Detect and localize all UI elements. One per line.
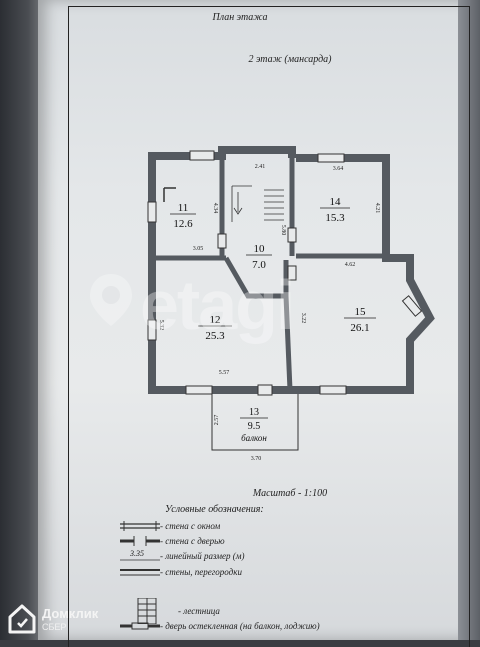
- dim-label: 4.21: [374, 203, 380, 214]
- dim-label: 2.57: [214, 415, 220, 426]
- brand-sub: СБЕР: [42, 622, 67, 632]
- door: [217, 233, 227, 249]
- legend-text: - стена с дверью: [160, 535, 225, 546]
- dim-label: 3.64: [333, 166, 344, 172]
- room-10-number: 10: [254, 243, 266, 255]
- room-10-area: 7.0: [252, 259, 266, 271]
- door: [287, 227, 297, 243]
- legend-item-dimension: 3.35 - линейный размер (м): [120, 548, 245, 564]
- room-14-number: 14: [330, 196, 342, 208]
- legend-title: Условные обозначения:: [165, 504, 264, 515]
- dimension-sample: 3.35: [130, 548, 144, 558]
- glazed-door-symbol: [120, 621, 160, 631]
- window: [401, 295, 423, 317]
- dim-label: 5.57: [219, 370, 230, 376]
- door-wall-symbol: [120, 535, 160, 546]
- staircase-symbol: [136, 597, 158, 625]
- dim-label: 3.22: [300, 313, 306, 324]
- floor-subtitle: 2 этаж (мансарда): [248, 54, 332, 65]
- dim-label: 3.05: [193, 246, 204, 252]
- room-11-number: 11: [178, 202, 189, 214]
- window: [317, 153, 345, 163]
- dim-label: 2.41: [255, 164, 266, 170]
- room-15-area: 26.1: [350, 322, 369, 334]
- legend-item-door-wall: - стена с дверью: [120, 535, 225, 549]
- room-13-area: 9.5: [248, 421, 261, 432]
- legend-item-glazed-door: - дверь остекленная (на балкон, лоджию): [120, 620, 320, 634]
- partition-symbol: [120, 567, 160, 577]
- drawing-frame: [68, 6, 470, 647]
- scale-label: Масштаб - 1:100: [252, 488, 328, 499]
- window: [189, 150, 215, 161]
- room-13-number: 13: [249, 407, 259, 418]
- balcony-outline: [211, 394, 299, 451]
- legend-item-window-wall: - стена с окном: [120, 520, 220, 534]
- legend-text: - дверь остекленная (на балкон, лоджию): [160, 620, 320, 631]
- legend-item-staircase: - лестница: [136, 597, 220, 625]
- document-page: [38, 0, 464, 640]
- window: [147, 201, 157, 223]
- dim-label: 5.80: [280, 225, 286, 236]
- dim-label: 3.70: [251, 456, 262, 462]
- window: [319, 385, 347, 395]
- door: [287, 265, 297, 281]
- outer-wall: [148, 152, 435, 394]
- window: [147, 319, 157, 341]
- partition: [283, 295, 293, 391]
- document-title: План этажа: [212, 12, 268, 23]
- room-13-label: балкон: [241, 433, 267, 443]
- dim-label: 4.62: [345, 262, 356, 268]
- watermark-logo-icon: [88, 272, 134, 328]
- dim-label: 5.32: [158, 320, 164, 331]
- legend-text: - стена с окном: [160, 520, 221, 531]
- brand-name: Домклик: [42, 606, 99, 621]
- dim-label: 4.34: [212, 203, 218, 214]
- domclick-house-icon: [8, 604, 36, 634]
- partition: [223, 256, 289, 299]
- room-12-number: 12: [210, 314, 221, 326]
- window: [185, 385, 213, 395]
- legend-text: - стены, перегородки: [160, 566, 242, 577]
- staircase: [231, 185, 284, 222]
- page-edge-left: [0, 0, 40, 640]
- room-12-area: 25.3: [205, 330, 225, 342]
- window-wall-symbol: [120, 520, 160, 531]
- room-11-area: 12.6: [173, 218, 193, 230]
- room-15-number: 15: [355, 306, 367, 318]
- legend-text: - линейный размер (м): [160, 550, 245, 561]
- dimension-symbol: 3.35: [120, 548, 160, 561]
- legend-text: - лестница: [178, 606, 220, 616]
- legend-item-partitions: - стены, перегородки: [120, 566, 242, 580]
- watermark-text: etagi: [140, 266, 295, 344]
- room-14-area: 15.3: [325, 212, 345, 224]
- door: [257, 384, 273, 396]
- domclick-logo[interactable]: Домклик СБЕР: [8, 604, 98, 639]
